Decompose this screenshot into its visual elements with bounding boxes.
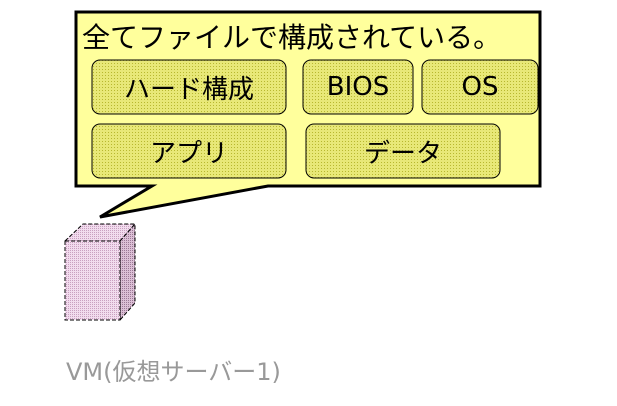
- callout-title: 全てファイルで構成されている。: [82, 21, 502, 54]
- item-os: OS: [461, 72, 499, 102]
- item-bios: BIOS: [326, 72, 390, 102]
- item-data: データ: [363, 138, 442, 169]
- vm-label: VM(仮想サーバー1): [66, 358, 281, 386]
- item-app: アプリ: [149, 138, 228, 169]
- item-hardware-config: ハード構成: [123, 74, 254, 105]
- vm-cube-icon: [63, 222, 137, 322]
